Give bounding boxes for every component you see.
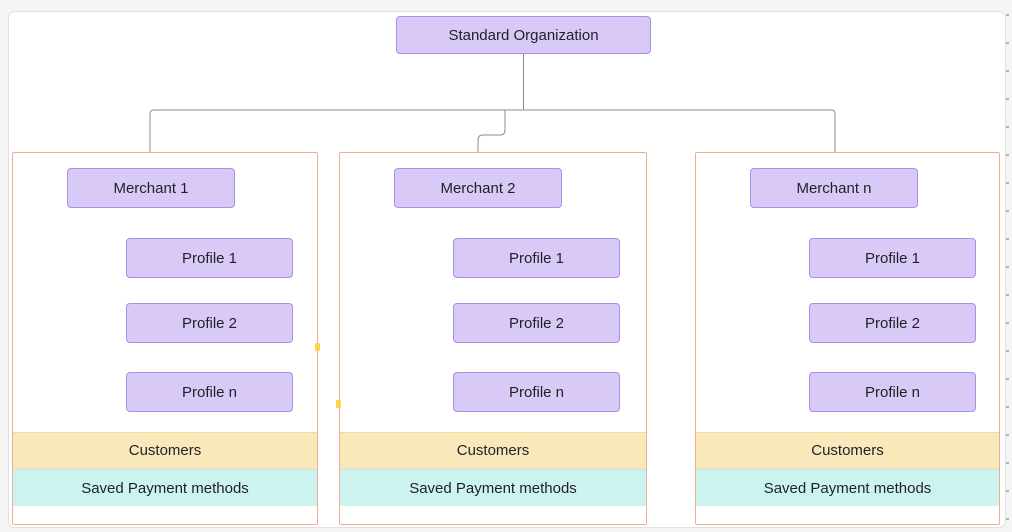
node-merchant-n-label: Merchant n	[796, 179, 872, 197]
canvas-edge-dots	[1006, 14, 1009, 522]
band-merchant-1-customers-label: Customers	[128, 442, 202, 459]
node-merchant-n-profile-1[interactable]: Profile 1	[809, 238, 976, 278]
node-merchant-n-profile-n-label: Profile n	[864, 383, 921, 401]
merchant-group-2[interactable]: Merchant 2 Profile 1 Profile 2 Profile n…	[339, 152, 647, 525]
merchant-group-1[interactable]: Merchant 1 Profile 1 Profile 2 Profile n…	[12, 152, 318, 525]
node-merchant-1-profile-n[interactable]: Profile n	[126, 372, 293, 412]
node-standard-organization[interactable]: Standard Organization	[396, 16, 651, 54]
band-merchant-2-saved-payments-label: Saved Payment methods	[409, 479, 577, 497]
band-merchant-1-saved-payments[interactable]: Saved Payment methods	[13, 469, 317, 506]
band-merchant-1-saved-payments-label: Saved Payment methods	[81, 479, 249, 497]
node-merchant-1-profile-n-label: Profile n	[181, 383, 238, 401]
node-merchant-1-profile-1[interactable]: Profile 1	[126, 238, 293, 278]
node-merchant-2-profile-2[interactable]: Profile 2	[453, 303, 620, 343]
node-merchant-2-profile-1-label: Profile 1	[508, 249, 565, 267]
node-merchant-2-profile-1[interactable]: Profile 1	[453, 238, 620, 278]
node-merchant-1[interactable]: Merchant 1	[67, 168, 235, 208]
merchant-group-n[interactable]: Merchant n Profile 1 Profile 2 Profile n…	[695, 152, 1000, 525]
node-merchant-1-profile-2[interactable]: Profile 2	[126, 303, 293, 343]
band-merchant-2-customers-label: Customers	[456, 442, 530, 459]
anchor-marker	[315, 343, 320, 351]
band-merchant-1-customers[interactable]: Customers	[13, 432, 317, 469]
node-merchant-2-profile-n-label: Profile n	[508, 383, 565, 401]
node-merchant-n-profile-2-label: Profile 2	[864, 314, 921, 332]
node-merchant-2-profile-2-label: Profile 2	[508, 314, 565, 332]
node-merchant-n-profile-1-label: Profile 1	[864, 249, 921, 267]
band-merchant-2-saved-payments[interactable]: Saved Payment methods	[340, 469, 646, 506]
node-merchant-1-label: Merchant 1	[113, 179, 189, 197]
band-merchant-n-customers[interactable]: Customers	[696, 432, 999, 469]
node-merchant-n[interactable]: Merchant n	[750, 168, 918, 208]
node-merchant-1-profile-2-label: Profile 2	[181, 314, 238, 332]
band-merchant-n-saved-payments-label: Saved Payment methods	[763, 479, 932, 497]
anchor-marker	[336, 400, 341, 408]
node-standard-organization-label: Standard Organization	[448, 26, 599, 44]
node-merchant-n-profile-n[interactable]: Profile n	[809, 372, 976, 412]
band-merchant-n-customers-label: Customers	[811, 442, 884, 459]
band-merchant-n-saved-payments[interactable]: Saved Payment methods	[696, 469, 999, 506]
node-merchant-1-profile-1-label: Profile 1	[181, 249, 238, 267]
node-merchant-2[interactable]: Merchant 2	[394, 168, 562, 208]
node-merchant-2-profile-n[interactable]: Profile n	[453, 372, 620, 412]
band-merchant-2-customers[interactable]: Customers	[340, 432, 646, 469]
node-merchant-n-profile-2[interactable]: Profile 2	[809, 303, 976, 343]
node-merchant-2-label: Merchant 2	[440, 179, 516, 197]
